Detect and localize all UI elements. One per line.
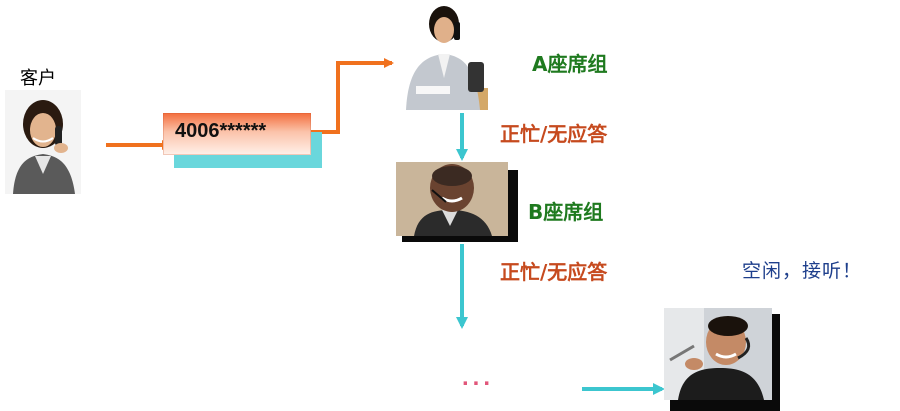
- arrow-number-to-group-a: [310, 58, 394, 134]
- group-b-label: B座席组: [528, 200, 604, 224]
- number-box: [163, 113, 311, 155]
- customer-label: 客户: [20, 68, 56, 89]
- customer-photo: [5, 90, 81, 194]
- agent-b-photo: [396, 162, 508, 236]
- busy-label-1: 正忙/无应答: [500, 122, 608, 146]
- idle-label: 空闲，接听！: [742, 260, 863, 282]
- idle-agent-photo: [664, 308, 772, 400]
- busy-label-2: 正忙/无应答: [500, 260, 608, 284]
- continuation-dots: ...: [462, 364, 495, 391]
- phone-number: 4006******: [175, 120, 267, 142]
- group-a-label: A座席组: [532, 52, 608, 76]
- agent-a-photo: [396, 2, 488, 110]
